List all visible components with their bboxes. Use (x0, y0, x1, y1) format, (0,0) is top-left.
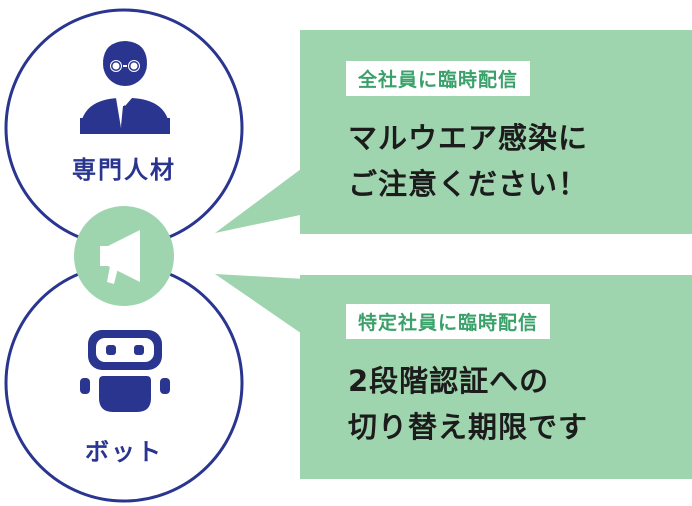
top-actor-label: 専門人材 (72, 156, 176, 184)
robot-icon (80, 330, 170, 412)
message-bubble-all: 全社員に臨時配信 マルウエア感染に ご注意ください！ (300, 30, 692, 234)
message-line: 2段階認証への (348, 364, 550, 398)
message-line: マルウエア感染に (348, 121, 589, 155)
bubble-pointer-bottom (215, 274, 305, 336)
message-bubble-specific: 特定社員に臨時配信 2段階認証への 切り替え期限です (300, 275, 692, 479)
bubble-pointer-top (215, 166, 305, 233)
bottom-actor-label: ボット (85, 438, 163, 466)
message-line: 切り替え期限です (348, 410, 589, 444)
person-icon (80, 41, 170, 134)
message-tag: 特定社員に臨時配信 (346, 304, 551, 339)
message-line: ご注意ください！ (348, 167, 589, 201)
megaphone-icon (100, 230, 140, 284)
message-tag: 全社員に臨時配信 (346, 61, 531, 96)
